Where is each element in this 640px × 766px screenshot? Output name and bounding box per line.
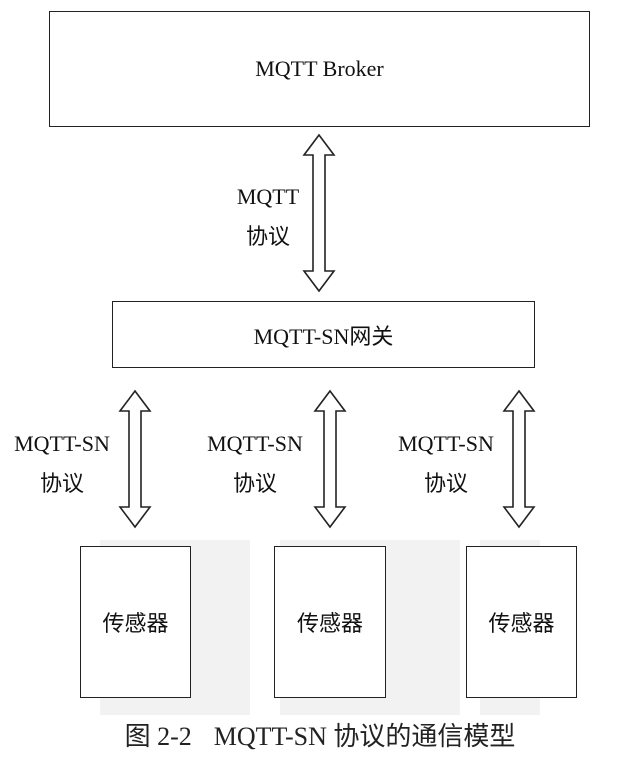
edge-label-line2: 协议 [423, 471, 468, 496]
edge-label-gateway-sensor-1: MQTT-SN 协议 [2, 424, 122, 504]
sensor-label: 传感器 [296, 611, 363, 636]
edge-label-line2: 协议 [245, 224, 290, 249]
broker-node: MQTT Broker [49, 11, 590, 127]
double-arrow-gateway-sensor-3 [502, 389, 536, 529]
edge-label-line1: MQTT-SN [207, 431, 303, 456]
broker-label: MQTT Broker [255, 56, 384, 81]
edge-label-line2: 协议 [39, 471, 84, 496]
figure-title: MQTT-SN 协议的通信模型 [213, 722, 516, 751]
double-arrow-broker-gateway [302, 133, 336, 293]
gateway-node: MQTT-SN网关 [112, 301, 535, 368]
sensor-node-3: 传感器 [466, 546, 577, 698]
sensor-label: 传感器 [102, 611, 169, 636]
edge-label-line1: MQTT-SN [14, 431, 110, 456]
figure-number: 图 2-2 [124, 722, 192, 751]
edge-label-gateway-sensor-3: MQTT-SN 协议 [386, 424, 506, 504]
edge-label-line1: MQTT [236, 184, 300, 209]
edge-label-broker-gateway: MQTT 协议 [218, 177, 318, 257]
double-arrow-gateway-sensor-2 [313, 389, 347, 529]
edge-label-gateway-sensor-2: MQTT-SN 协议 [195, 424, 315, 504]
double-arrow-gateway-sensor-1 [118, 389, 152, 529]
edge-label-line1: MQTT-SN [398, 431, 494, 456]
edge-label-line2: 协议 [232, 471, 277, 496]
sensor-node-2: 传感器 [274, 546, 386, 698]
sensor-label: 传感器 [488, 611, 555, 636]
gateway-label: MQTT-SN网关 [253, 323, 394, 349]
figure-caption: 图 2-2 MQTT-SN 协议的通信模型 [0, 716, 640, 753]
sensor-node-1: 传感器 [80, 546, 191, 698]
